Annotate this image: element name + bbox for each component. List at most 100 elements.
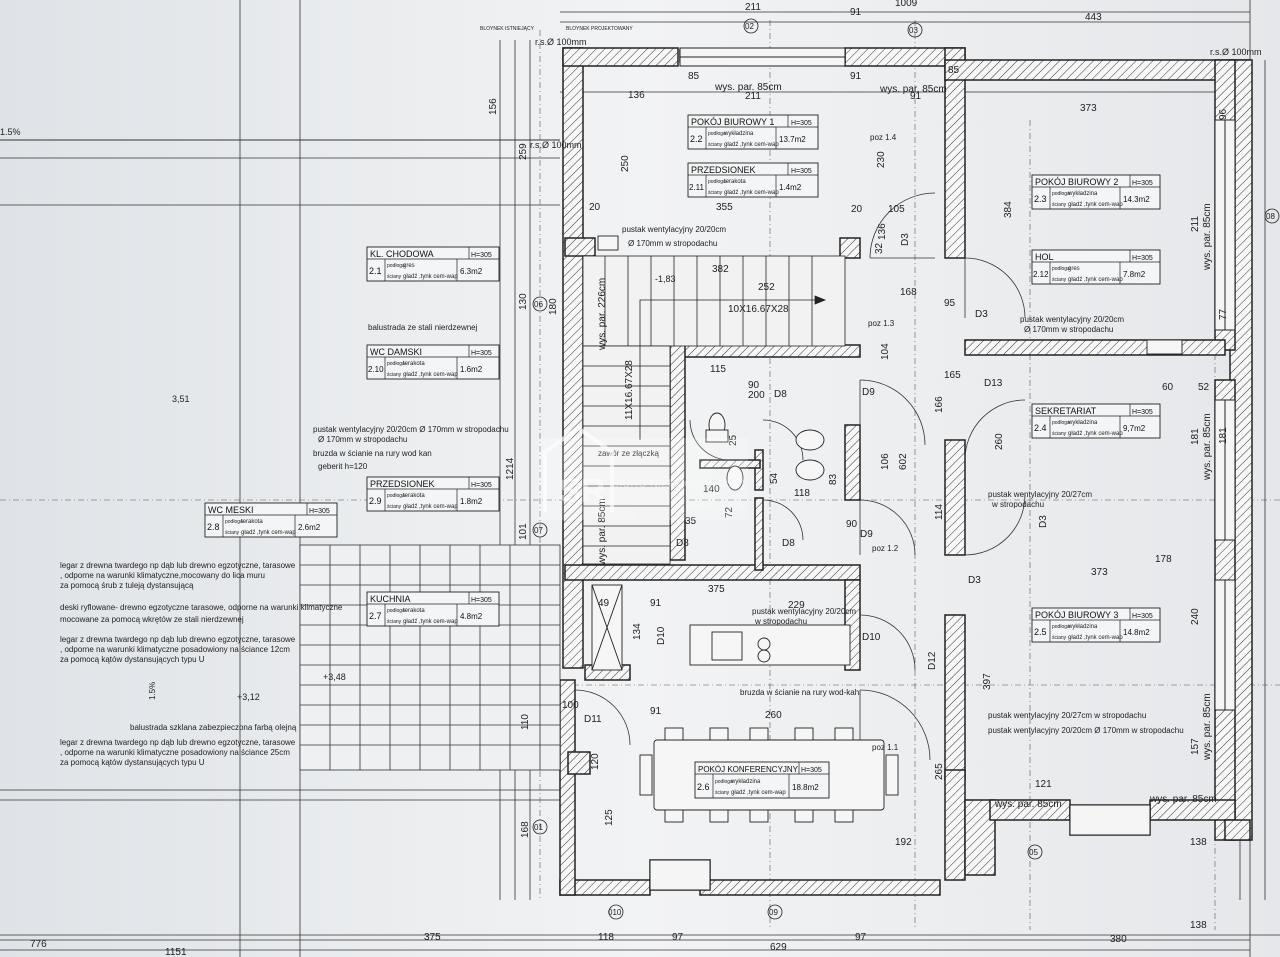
room-number: 2.2 (690, 134, 703, 144)
axis-label: 09 (769, 908, 778, 917)
room-area: 6.3m2 (460, 267, 483, 276)
wall-finish: gładź ,tynk cem-wap (724, 142, 779, 148)
wall-finish: gładź ,tynk cem-wap (731, 790, 786, 796)
pipe-chase-note: bruzda w ścianie na rury wod kan (313, 449, 432, 458)
room-name: SEKRETARIAT (1035, 406, 1097, 416)
room-info-box: POKÓJ BIUROWY 3 H=305 2.5 podłoga wykład… (1031, 607, 1161, 643)
room-number: 2.9 (369, 496, 382, 506)
wall-label: ściany (1052, 431, 1067, 437)
decking-note: deski ryflowane- drewno egzotyczne taras… (60, 603, 343, 612)
dimension: 106 (880, 453, 891, 470)
room-height: H=305 (1132, 255, 1153, 262)
room-area: 9,7m2 (1123, 424, 1146, 433)
level-mark: -1,83 (655, 274, 676, 284)
room-info-box: WC MESKI H=305 2.8 podłoga terakota ścia… (204, 502, 338, 538)
room-area: 1.8m2 (460, 497, 483, 506)
room-height: H=305 (309, 508, 330, 515)
room-number: 2.12 (1033, 270, 1049, 279)
decking-note: za pomocą kątów dystansujących typu U (60, 655, 205, 664)
dimension: 229 (788, 600, 805, 611)
dimensions-top: 211 91 1009 443 136 211 91 373 85 91 85 (628, 0, 1102, 114)
dimension: 90 (748, 380, 760, 391)
axis-label: 06 (534, 300, 543, 309)
dimension: 355 (716, 202, 733, 213)
floor-finish: wykładzina (1067, 191, 1098, 197)
room-area: 1.6m2 (460, 365, 483, 374)
decking-note: , odporne na warunki klimatyczne posadow… (60, 645, 290, 654)
room-name: PRZEDSIONEK (370, 479, 435, 489)
floor-finish: terakota (403, 361, 425, 367)
dimension: 95 (944, 298, 956, 309)
decking-note: legar z drewna twardego np dąb lub drewn… (60, 561, 296, 570)
room-number: 2.5 (1034, 627, 1047, 637)
dimension: 259 (518, 143, 529, 160)
room-height: H=305 (791, 120, 812, 127)
vent-note: Ø 170mm w stropodachu (628, 239, 717, 248)
dimension: 168 (900, 287, 917, 298)
sill-height: wys. par. 85cm (994, 799, 1062, 810)
room-area: 14.8m2 (1123, 628, 1150, 637)
wall-finish: gładź ,tynk cem-wap (241, 530, 296, 536)
door-swings (574, 192, 1026, 761)
room-height: H=305 (801, 767, 822, 774)
dimension: 85 (688, 71, 700, 82)
dimension: 443 (1085, 12, 1102, 23)
pipe-note: r.s.Ø 100mm (1210, 47, 1262, 57)
door-tag: D3 (1038, 515, 1049, 528)
floor-label: podłoga (1052, 624, 1070, 630)
dimension: 130 (518, 293, 529, 310)
vent-note: Ø 170mm w stropodachu (318, 435, 407, 444)
dimension: 49 (598, 598, 610, 609)
dimension: 380 (1110, 934, 1127, 945)
dimension: 97 (672, 932, 684, 943)
dimension: 382 (712, 264, 729, 275)
dimension: 211 (745, 91, 761, 102)
vent-note: pustak wentylacyjny 20/20cm Ø 170mm w st… (988, 726, 1184, 735)
staircase (582, 255, 846, 565)
dimension: 776 (30, 939, 47, 950)
dimension: 136 (877, 223, 888, 240)
floor-finish: gres (1068, 266, 1080, 272)
room-area: 2.6m2 (298, 523, 321, 532)
room-info-box: PRZEDSIONEK H=305 2.11 podłoga terakota … (687, 162, 819, 198)
floor-label: podłoga (708, 179, 726, 185)
dimension: 77 (1218, 308, 1229, 320)
dimension: 1151 (165, 947, 187, 957)
dimension: 156 (488, 98, 499, 115)
watermark-main: SR (558, 472, 605, 510)
room-area: 18.8m2 (792, 783, 819, 792)
dimension: 100 (562, 700, 579, 711)
floor-label: podłoga (387, 493, 405, 499)
dimension: 181 (1190, 428, 1201, 445)
room-name: HOL (1035, 252, 1054, 262)
dimension: 114 (934, 504, 945, 520)
room-name: POKÓJ KONFERENCYJNY (698, 765, 799, 774)
axis-labels: 02 03 06 07 01 09 08 05 010 (534, 22, 1275, 917)
room-number: 2.1 (369, 266, 382, 276)
dimension: 157 (1190, 738, 1201, 755)
dimension: 134 (632, 623, 643, 640)
room-number: 2.6 (697, 782, 710, 792)
wall-finish: gładź ,tynk cem-wap (1068, 431, 1123, 437)
dimension: 168 (520, 821, 531, 838)
axis-label: 010 (608, 908, 622, 917)
room-number: 2.7 (369, 611, 382, 621)
door-tag: D9 (862, 387, 875, 398)
room-area: 7.8m2 (1123, 270, 1146, 279)
dimensions-bottom: 776 1151 375 118 97 629 97 192 380 138 1… (30, 706, 1207, 957)
room-name: KUCHNIA (370, 594, 411, 604)
wall-finish: gładź ,tynk cem-wap (403, 504, 458, 510)
floor-finish: terakota (403, 608, 425, 614)
room-name: POKÓJ BIUROWY 2 (1035, 177, 1118, 187)
dimension: 20 (851, 204, 863, 215)
room-info-box: PRZEDSIONEK H=305 2.9 podłoga terakota ś… (366, 476, 500, 512)
dimension: 91 (850, 71, 862, 82)
room-info-box: HOL H=305 2.12 podłoga gres ściany gładź… (1031, 249, 1161, 285)
door-tag: D11 (584, 714, 602, 725)
legend-designed: BLOYNEK PROJEKTOWANY (566, 26, 633, 32)
room-name: WC MESKI (208, 505, 254, 515)
room-height: H=305 (1132, 613, 1153, 620)
room-area: 13.7m2 (779, 135, 806, 144)
room-info-box: WC DAMSKI H=305 2.10 podłoga terakota śc… (366, 344, 500, 380)
